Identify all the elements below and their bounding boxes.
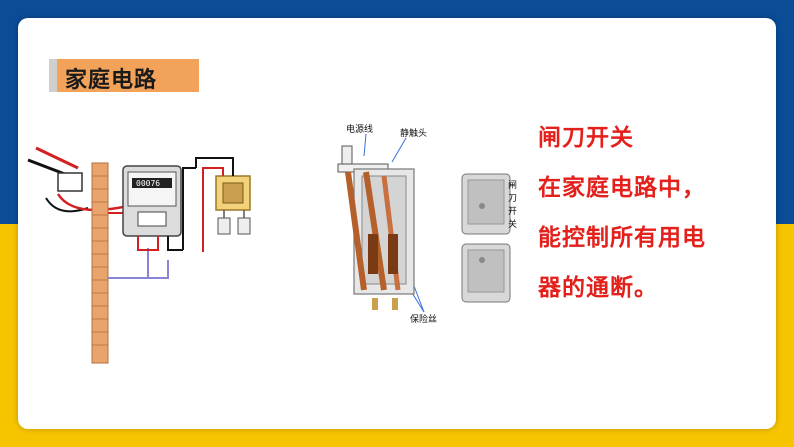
tag-accent-bar — [49, 59, 57, 92]
text-line-4: 器的通断。 — [538, 275, 658, 301]
slide-card: 家庭电路 00076 — [18, 18, 776, 429]
label-static-contact: 静触头 — [400, 127, 427, 139]
section-title-tag: 家庭电路 — [49, 59, 199, 93]
label-knife-switch-vertical: 闸刀开关 — [508, 181, 518, 230]
text-line-1: 闸刀开关 — [538, 125, 634, 151]
household-circuit-diagram: 00076 — [27, 146, 251, 364]
section-title: 家庭电路 — [65, 68, 158, 93]
text-line-2: 在家庭电路中， — [538, 175, 706, 201]
text-line-3: 能控制所有用电 — [538, 225, 706, 251]
label-fuse: 保险丝 — [410, 313, 437, 325]
label-power-line: 电源线 — [346, 123, 373, 135]
knife-switch-diagram: 电源线 静触头 保险丝 — [337, 123, 511, 325]
meter-reading: 00076 — [136, 179, 160, 188]
